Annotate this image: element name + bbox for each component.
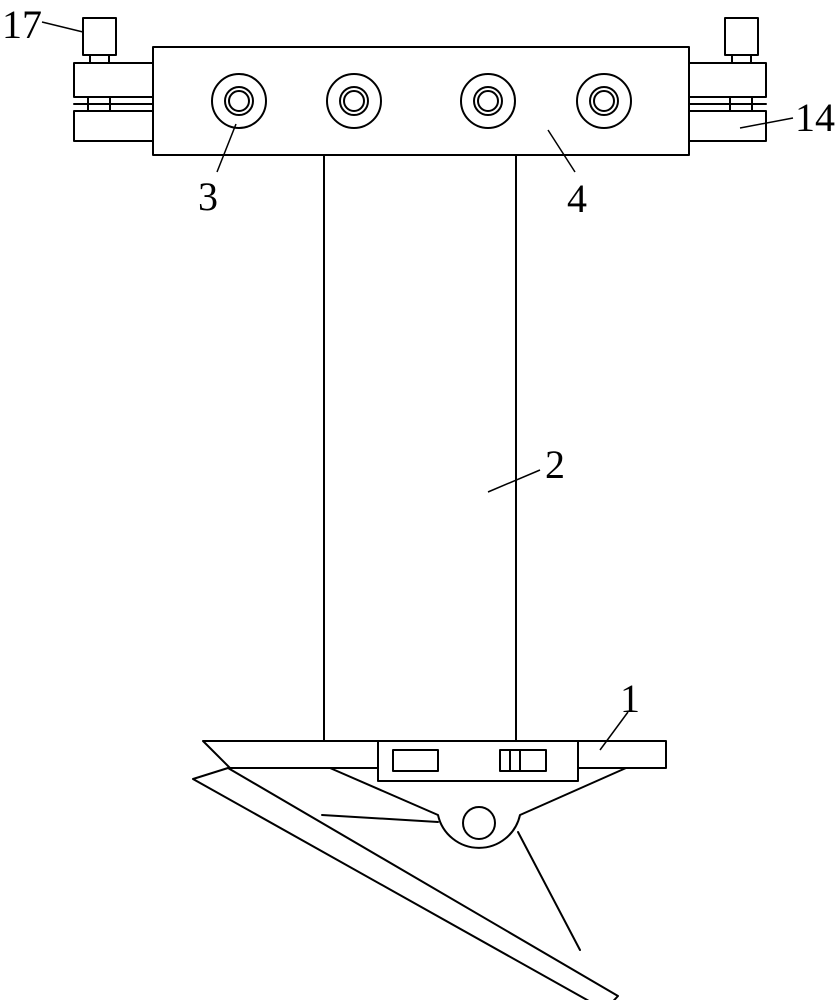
left-clamp-knob xyxy=(82,17,117,56)
inclined-strut xyxy=(192,767,619,1000)
label-2: 2 xyxy=(545,442,565,487)
leader-1 xyxy=(599,711,629,751)
bolt-4 xyxy=(576,73,632,129)
base-assembly xyxy=(192,740,667,1000)
bolt-3 xyxy=(460,73,516,129)
brace-lower xyxy=(517,831,581,951)
left-knob-stem xyxy=(89,54,110,64)
right-knob-stem xyxy=(731,54,752,64)
hinge-bracket xyxy=(329,767,627,849)
bolt-1 xyxy=(211,73,267,129)
label-14: 14 xyxy=(795,95,835,140)
leader-17 xyxy=(41,21,84,33)
right-clamp-knob xyxy=(724,17,759,56)
leader-3 xyxy=(216,123,237,173)
label-4: 4 xyxy=(567,176,587,221)
leader-14 xyxy=(739,117,794,129)
crossbar xyxy=(152,46,690,156)
left-clamp-upper-arm xyxy=(73,62,155,98)
leader-2 xyxy=(487,469,541,493)
left-clamp-lower-arm xyxy=(73,110,155,142)
brace-upper xyxy=(321,814,439,823)
right-clamp-assembly xyxy=(687,17,767,142)
right-clamp-upper-arm xyxy=(687,62,767,98)
bolt-2 xyxy=(326,73,382,129)
label-1: 1 xyxy=(620,676,640,721)
vertical-post xyxy=(323,154,517,742)
left-clamp-assembly xyxy=(73,17,155,142)
level-window-right xyxy=(499,749,547,772)
level-window-left xyxy=(392,749,439,772)
label-17: 17 xyxy=(2,2,42,47)
hinge-pin xyxy=(462,806,496,840)
leader-4 xyxy=(547,129,576,173)
label-3: 3 xyxy=(198,174,218,219)
